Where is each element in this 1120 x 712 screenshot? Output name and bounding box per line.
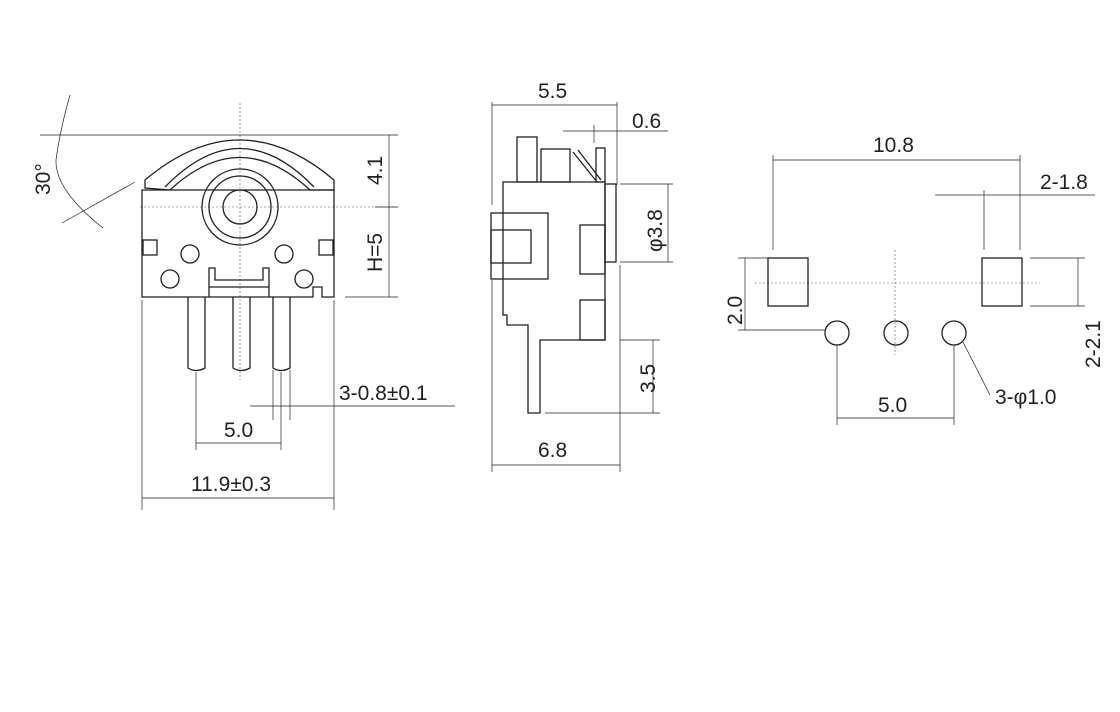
hole [824, 320, 850, 346]
depth-bottom-label: 6.8 [538, 439, 567, 462]
hole-pitch-label: 5.0 [878, 394, 907, 417]
pad-span-label: 10.8 [873, 134, 914, 157]
pin-length-label: 3.5 [637, 364, 660, 393]
pins [187, 297, 291, 372]
height-top-label: 4.1 [364, 156, 387, 185]
offset-label: 0.6 [632, 110, 661, 133]
side-view: 5.5 0.6 φ3.8 3.5 6.8 [490, 80, 673, 472]
height-h-label: H=5 [364, 233, 387, 272]
pad-left [767, 257, 809, 307]
pad-right [981, 257, 1023, 307]
shaft-diameter-label: φ3.8 [644, 209, 667, 252]
front-view: 30° 4.1 H=5 3-0.8±0.1 5.0 11.9±0.3 [32, 94, 455, 510]
pin-size-label: 3-0.8±0.1 [339, 382, 428, 405]
width-label: 11.9±0.3 [191, 473, 271, 496]
pin-pitch-label: 5.0 [224, 419, 253, 442]
hole-diameter-label: 3-φ1.0 [995, 386, 1056, 409]
pad-height-label: 2.0 [724, 296, 747, 325]
footprint-view: 10.8 2-1.8 2.0 2-2.1 5.0 3-φ1.0 [724, 134, 1105, 425]
pad-offset-label: 2-2.1 [1082, 320, 1105, 368]
hole [883, 320, 909, 346]
angle-label: 30° [32, 163, 55, 195]
depth-top-label: 5.5 [538, 80, 567, 103]
hole [941, 320, 967, 346]
pad-width-label: 2-1.8 [1040, 171, 1088, 194]
